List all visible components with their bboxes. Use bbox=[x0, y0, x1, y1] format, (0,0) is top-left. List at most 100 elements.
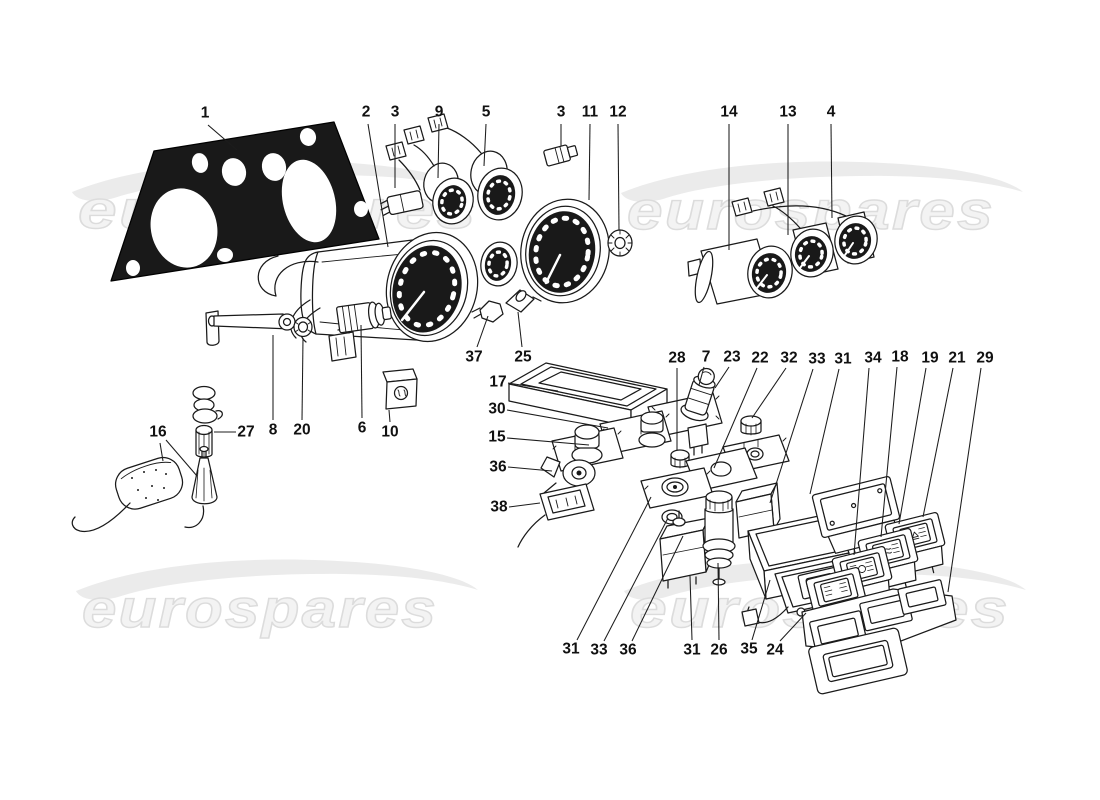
lighter-cable-16 bbox=[71, 445, 218, 533]
callout-7[interactable]: 7 bbox=[702, 349, 711, 366]
callout-28[interactable]: 28 bbox=[668, 350, 686, 367]
callout-16[interactable]: 16 bbox=[149, 424, 167, 441]
mounting-bracket-8 bbox=[205, 310, 296, 346]
leader-6-0 bbox=[360, 324, 363, 419]
callout-22[interactable]: 22 bbox=[751, 350, 768, 367]
callout-20[interactable]: 20 bbox=[293, 422, 310, 439]
cigar-lighter-6 bbox=[336, 301, 392, 334]
toggle-switch-7 bbox=[680, 367, 716, 456]
temperature-sender-25 bbox=[505, 289, 542, 313]
callout-15[interactable]: 15 bbox=[488, 429, 506, 446]
leader-10-0 bbox=[388, 409, 391, 423]
gauge-13 bbox=[763, 187, 839, 278]
speedometer-gauge bbox=[385, 231, 479, 343]
callout-25[interactable]: 25 bbox=[514, 349, 532, 366]
callout-18[interactable]: 18 bbox=[891, 349, 909, 366]
callout-37[interactable]: 37 bbox=[465, 349, 482, 366]
callout-19[interactable]: 19 bbox=[921, 350, 939, 367]
callout-3a[interactable]: 3 bbox=[391, 104, 400, 121]
watermark-swoosh-icon bbox=[76, 559, 478, 600]
leader-7-0 bbox=[698, 366, 705, 386]
callout-32[interactable]: 32 bbox=[780, 350, 797, 367]
callout-33a[interactable]: 33 bbox=[808, 351, 826, 368]
knurled-cap-28 bbox=[670, 449, 690, 469]
callout-14[interactable]: 14 bbox=[720, 104, 738, 121]
small-center-gauge bbox=[480, 241, 518, 287]
callout-31b[interactable]: 31 bbox=[562, 641, 580, 658]
gauge-housing-14 bbox=[687, 238, 793, 305]
callout-36a[interactable]: 36 bbox=[489, 459, 507, 476]
lighter-element-27 bbox=[192, 385, 223, 469]
callout-26[interactable]: 26 bbox=[710, 642, 728, 659]
watermark-2: eurospares bbox=[76, 559, 478, 640]
callout-8[interactable]: 8 bbox=[269, 422, 278, 439]
leader-16-0 bbox=[159, 442, 164, 462]
callout-33b[interactable]: 33 bbox=[590, 642, 608, 659]
leader-36a-0 bbox=[507, 466, 553, 472]
leader-19-0 bbox=[898, 367, 927, 525]
leader-34-0 bbox=[853, 367, 870, 556]
callout-23[interactable]: 23 bbox=[723, 349, 741, 366]
leader-36b-0 bbox=[631, 535, 684, 642]
callout-1[interactable]: 1 bbox=[201, 105, 210, 122]
callout-30[interactable]: 30 bbox=[488, 401, 505, 418]
leader-31a-0 bbox=[809, 368, 840, 495]
callout-12[interactable]: 12 bbox=[609, 104, 626, 121]
callout-21[interactable]: 21 bbox=[948, 350, 966, 367]
solenoid-26 bbox=[702, 490, 736, 586]
leader-18-0 bbox=[880, 366, 898, 538]
leader-12-0 bbox=[617, 123, 620, 231]
knurled-nut-12 bbox=[607, 229, 633, 257]
leader-35-0 bbox=[751, 579, 771, 641]
callout-24[interactable]: 24 bbox=[766, 642, 784, 659]
sender-3-left bbox=[380, 141, 424, 217]
leader-20-0 bbox=[301, 337, 304, 421]
leader-9-0 bbox=[437, 123, 440, 179]
callout-35[interactable]: 35 bbox=[740, 641, 758, 658]
watermark-text: eurospares bbox=[82, 579, 438, 639]
lock-nut-20 bbox=[293, 316, 313, 338]
leader-4-0 bbox=[830, 123, 833, 219]
leader-24-0 bbox=[779, 612, 807, 642]
leader-29-0 bbox=[947, 367, 982, 593]
tachometer-gauge bbox=[520, 198, 610, 304]
callout-5[interactable]: 5 bbox=[482, 104, 491, 121]
leader-23-0 bbox=[714, 366, 730, 389]
leader-33a-0 bbox=[769, 368, 814, 504]
watermark-1: eurospares bbox=[621, 161, 1023, 242]
leader-5-0 bbox=[483, 123, 487, 167]
callout-17[interactable]: 17 bbox=[489, 374, 506, 391]
sender-3-right bbox=[543, 144, 579, 167]
callout-34[interactable]: 34 bbox=[864, 350, 882, 367]
callout-6[interactable]: 6 bbox=[358, 420, 367, 437]
callout-4[interactable]: 4 bbox=[827, 104, 836, 121]
leader-32-0 bbox=[751, 367, 787, 419]
callout-27[interactable]: 27 bbox=[237, 424, 254, 441]
lamp-socket-plate-31 bbox=[640, 467, 714, 509]
callout-11[interactable]: 11 bbox=[582, 104, 599, 121]
knurled-cap-32 bbox=[740, 415, 762, 436]
callout-29[interactable]: 29 bbox=[976, 350, 994, 367]
leader-11-0 bbox=[588, 123, 591, 201]
relay-31-left bbox=[659, 510, 713, 589]
callout-9[interactable]: 9 bbox=[435, 104, 444, 121]
callout-38[interactable]: 38 bbox=[490, 499, 508, 516]
callout-31a[interactable]: 31 bbox=[834, 351, 852, 368]
leader-37-0 bbox=[476, 315, 489, 348]
leader-31c-0 bbox=[689, 575, 693, 641]
door-switch-36 bbox=[540, 456, 596, 494]
leader-26-0 bbox=[717, 562, 720, 641]
callout-13[interactable]: 13 bbox=[779, 104, 797, 121]
callout-10[interactable]: 10 bbox=[381, 424, 398, 441]
leader-1-0 bbox=[207, 124, 238, 151]
pressure-switch-37 bbox=[471, 300, 504, 323]
leader-30-0 bbox=[506, 409, 609, 429]
bezel-frame-single bbox=[808, 627, 908, 695]
leader-16-1 bbox=[165, 439, 198, 477]
callout-36b[interactable]: 36 bbox=[619, 642, 637, 659]
callout-31c[interactable]: 31 bbox=[683, 642, 701, 659]
callout-3b[interactable]: 3 bbox=[557, 104, 566, 121]
leader-25-0 bbox=[517, 311, 523, 348]
callout-2[interactable]: 2 bbox=[362, 104, 371, 121]
